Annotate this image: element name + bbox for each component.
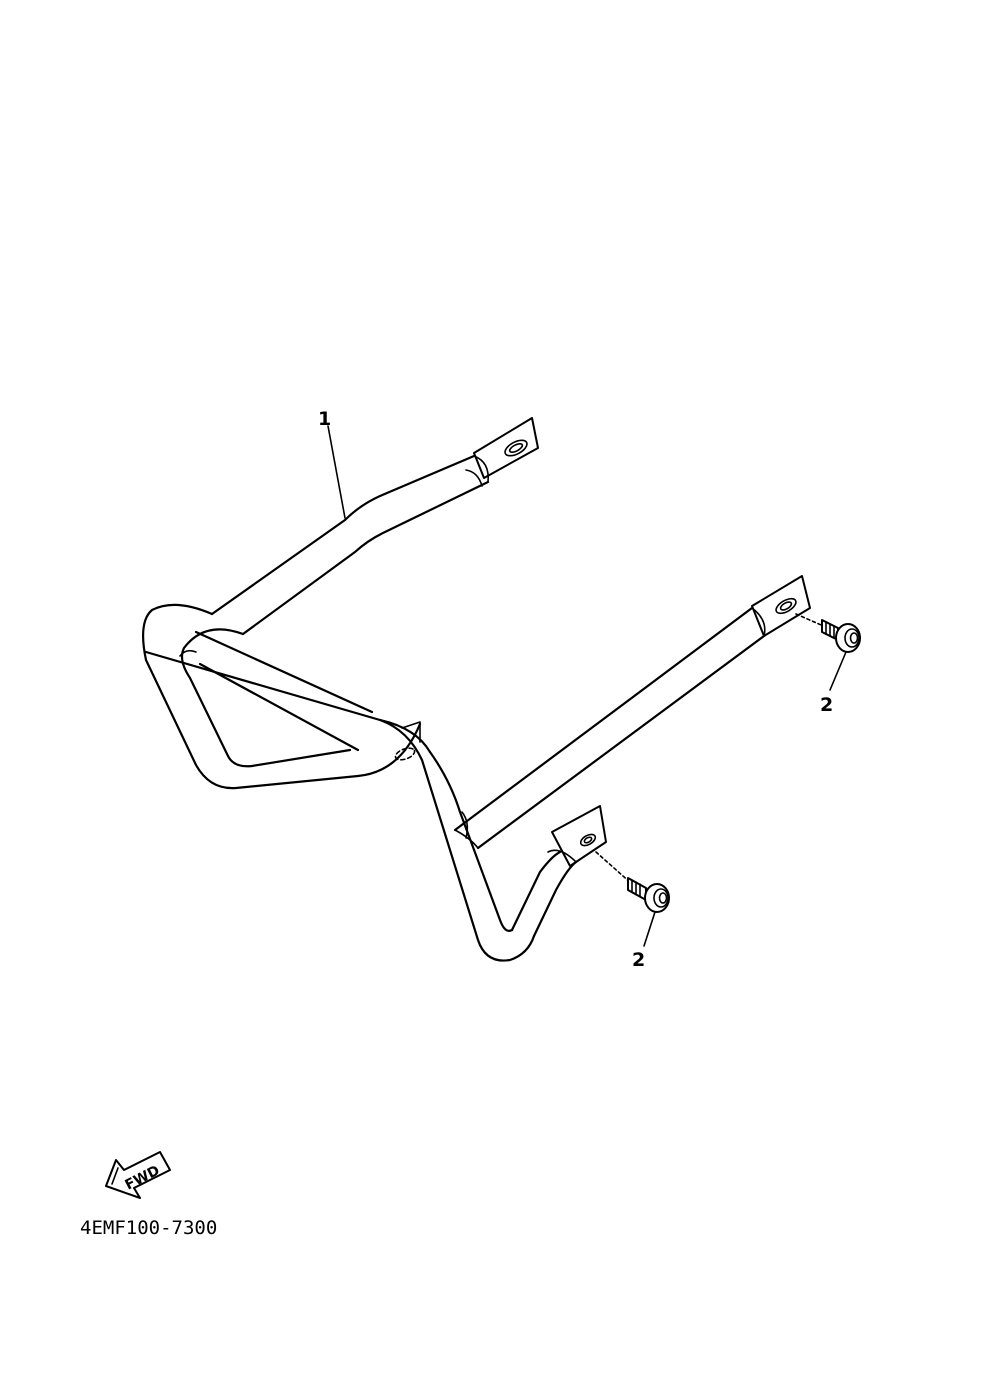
lower-front-bracket (551, 805, 607, 867)
upper-rear-bracket (473, 417, 539, 479)
fwd-arrow-icon: FWD (105, 1151, 171, 1199)
right-rear-bracket (751, 575, 811, 637)
callout-part-1: 1 (318, 408, 331, 430)
callout-part-2-lower: 2 (632, 949, 645, 971)
reference-code: 4EMF100-7300 (80, 1217, 217, 1239)
callout-part-2-right: 2 (820, 694, 833, 716)
leader-lines (327, 425, 847, 947)
guard-bar-frame (141, 417, 811, 962)
bolt-right (795, 613, 861, 653)
bolt-lower (595, 851, 670, 913)
